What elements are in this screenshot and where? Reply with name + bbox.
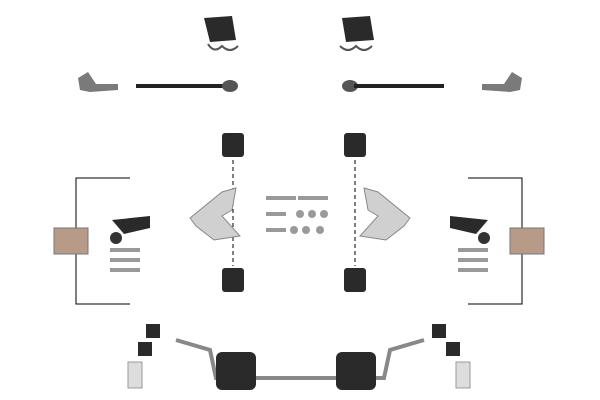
- inner-tie-rod-left: [136, 80, 238, 92]
- stabilizer-bushing: [216, 352, 376, 390]
- stabilizer-bar: [175, 338, 425, 380]
- inner-tie-rod-right: [342, 80, 444, 92]
- tie-rod-end-left: [78, 72, 118, 92]
- ball-joint-left: [53, 177, 150, 305]
- steering-boot-left: [204, 16, 239, 51]
- control-arm-right: [359, 187, 411, 241]
- bolt-kit: [266, 196, 328, 234]
- stabilizer-link: [127, 324, 471, 389]
- ball-joint-right: [450, 177, 545, 305]
- steering-boot-right: [339, 16, 374, 51]
- tie-rod-end-right: [482, 72, 522, 92]
- control-arm-left: [189, 187, 241, 241]
- control-arm-bushing: [222, 133, 366, 292]
